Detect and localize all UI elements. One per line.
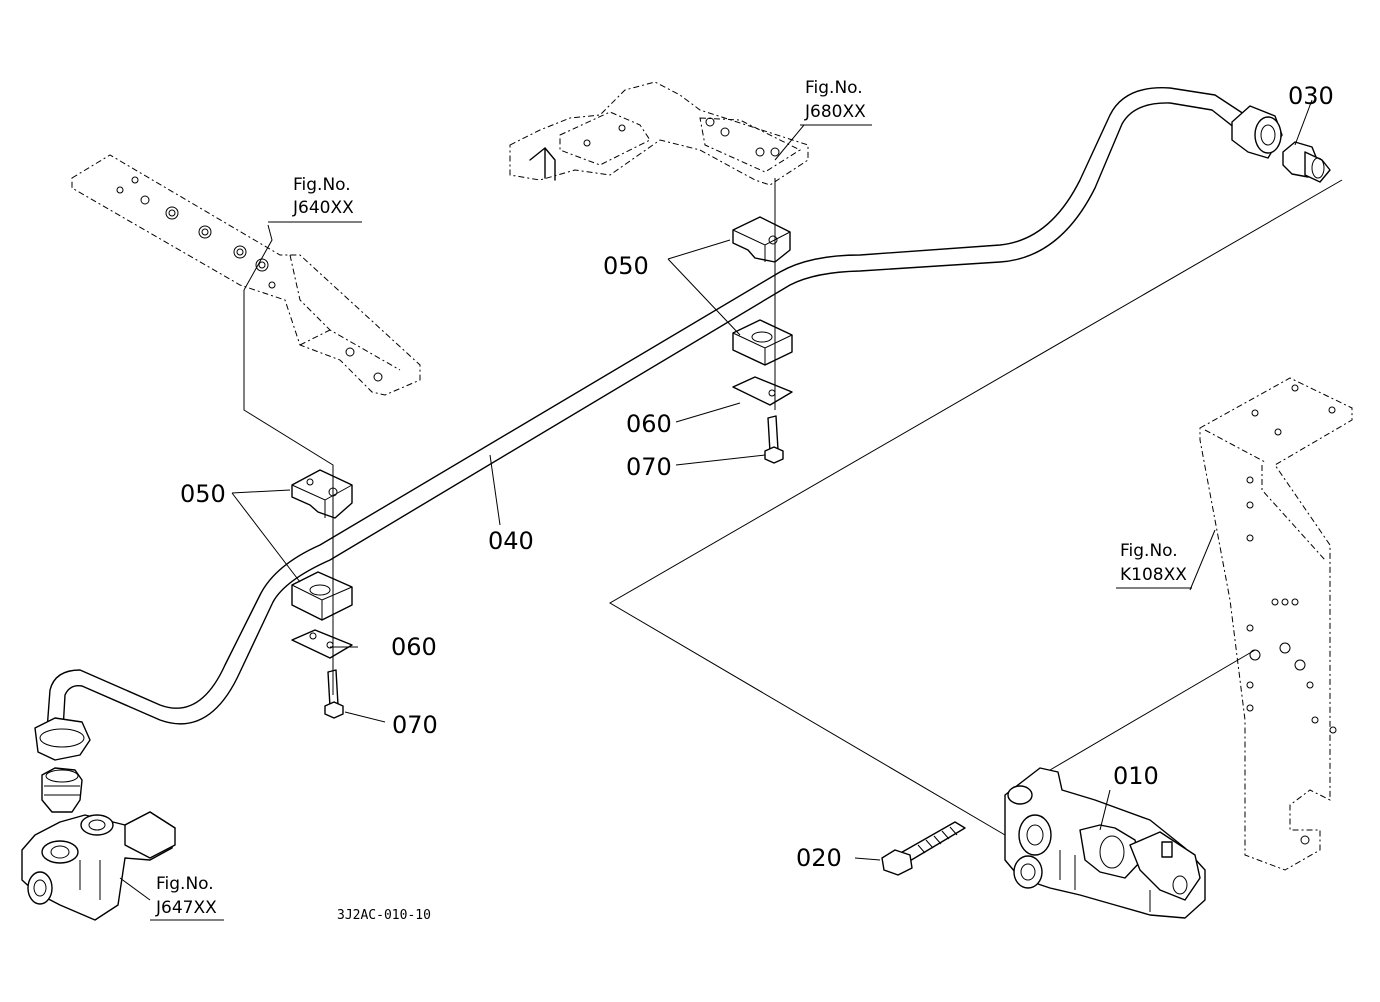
figref-j647-code: J647XX bbox=[155, 898, 217, 918]
leader-lines bbox=[119, 99, 1313, 901]
figref-j680: Fig.No. J680XX bbox=[800, 78, 872, 126]
adaptor-left bbox=[41, 767, 83, 813]
label-040: 040 bbox=[488, 527, 534, 555]
bracket-j640 bbox=[71, 154, 421, 396]
bracket-k108 bbox=[1199, 377, 1353, 871]
bolt-070-right bbox=[764, 415, 784, 464]
label-070-left: 070 bbox=[392, 711, 438, 739]
fitting-030 bbox=[1282, 141, 1331, 183]
bracket-j680 bbox=[509, 81, 809, 186]
figref-j647: Fig.No. J647XX bbox=[150, 874, 224, 921]
bolt-070-left bbox=[324, 669, 344, 719]
assembly-line-k108 bbox=[1049, 649, 1256, 771]
clamp-050-right-lower bbox=[732, 319, 793, 366]
clamp-050-left-lower bbox=[291, 571, 353, 621]
figref-j647-title: Fig.No. bbox=[156, 874, 214, 894]
pipe-nut-right bbox=[1231, 105, 1283, 159]
label-060-left: 060 bbox=[391, 633, 437, 661]
figref-j680-title: Fig.No. bbox=[805, 78, 863, 98]
figref-k108-title: Fig.No. bbox=[1120, 541, 1178, 561]
plate-060-left bbox=[291, 629, 353, 659]
figref-j640: Fig.No. J640XX bbox=[268, 175, 362, 223]
label-030: 030 bbox=[1288, 82, 1334, 110]
clamp-050-left-upper bbox=[291, 469, 353, 519]
pipe-nut-left bbox=[34, 717, 91, 761]
figref-j680-code: J680XX bbox=[804, 102, 866, 122]
bolt-020 bbox=[881, 821, 966, 876]
drawing-code: 3J2AC-010-10 bbox=[337, 908, 431, 923]
label-010: 010 bbox=[1113, 762, 1159, 790]
label-050-right: 050 bbox=[603, 252, 649, 280]
pipe-040 bbox=[46, 87, 1251, 731]
figref-j640-title: Fig.No. bbox=[293, 175, 351, 195]
figref-k108-code: K108XX bbox=[1120, 565, 1187, 585]
assembly-line-long bbox=[609, 179, 1343, 836]
assembly-line-left bbox=[243, 290, 334, 695]
valve-j647 bbox=[21, 811, 176, 921]
figref-j640-code: J640XX bbox=[292, 198, 354, 218]
label-020: 020 bbox=[796, 844, 842, 872]
label-070-right: 070 bbox=[626, 453, 672, 481]
label-060-right: 060 bbox=[626, 410, 672, 438]
clamp-050-right-upper bbox=[732, 216, 791, 263]
label-050-left: 050 bbox=[180, 480, 226, 508]
figref-k108: Fig.No. K108XX bbox=[1116, 541, 1192, 589]
pump-010 bbox=[1004, 767, 1206, 919]
plate-060-right bbox=[732, 376, 793, 406]
